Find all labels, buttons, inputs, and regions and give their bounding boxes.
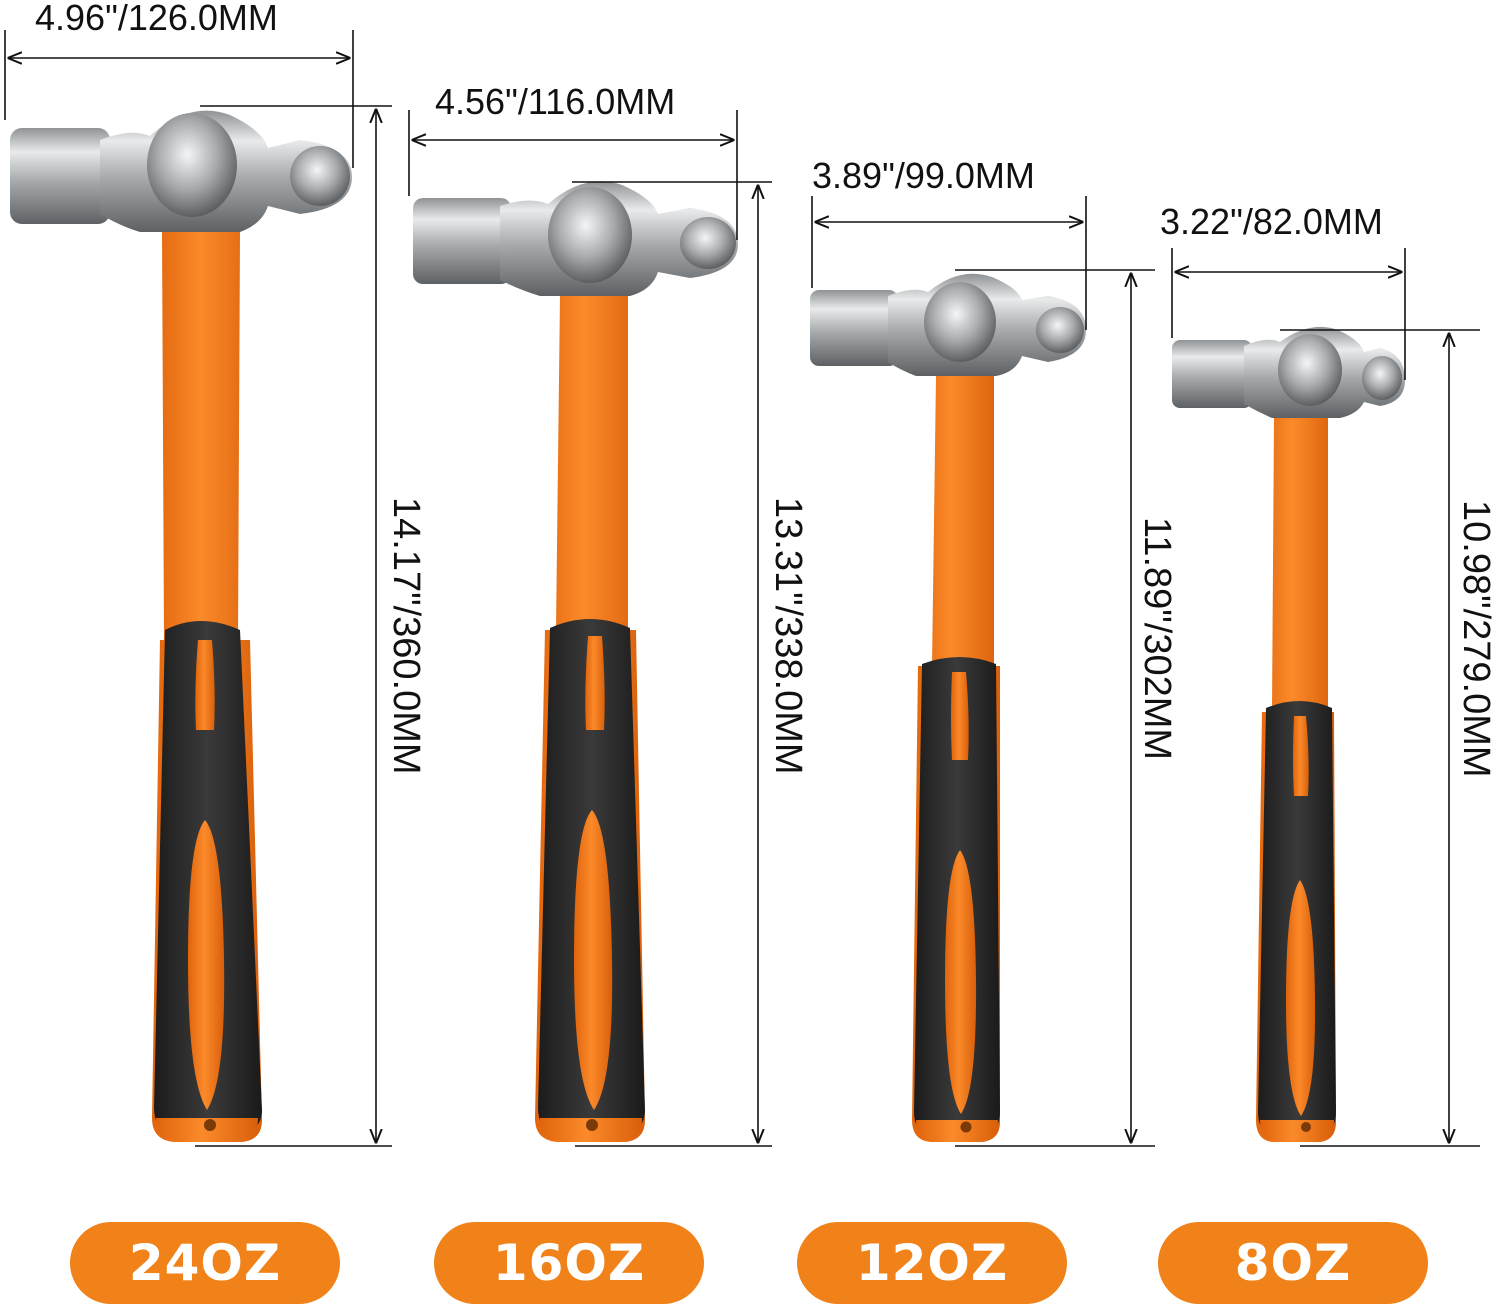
- hammer-16oz: [413, 181, 738, 1142]
- weight-badge-16oz: 16OZ: [434, 1222, 704, 1304]
- total-length-label: 10.98"/279.0MM: [1455, 500, 1497, 778]
- hammer-12oz: [810, 273, 1086, 1142]
- weight-badge-24oz: 24OZ: [70, 1222, 340, 1304]
- head-length-label: 4.56"/116.0MM: [435, 81, 675, 122]
- total-length-label: 11.89"/302MM: [1136, 517, 1178, 760]
- hammer-handle: [912, 376, 1000, 1142]
- hammer-24oz: [10, 110, 352, 1142]
- head-length-label: 4.96"/126.0MM: [35, 0, 278, 38]
- weight-badge-8oz: 8OZ: [1158, 1222, 1428, 1304]
- weight-badge-12oz: 12OZ: [797, 1222, 1067, 1304]
- hammer-handle: [1256, 418, 1336, 1142]
- hammer-8oz: [1172, 326, 1405, 1142]
- weight-label: 16OZ: [492, 1234, 646, 1292]
- weight-label: 12OZ: [855, 1234, 1009, 1292]
- weight-label: 24OZ: [128, 1234, 282, 1292]
- hammer-head: [10, 110, 352, 232]
- hammer-head: [413, 181, 738, 296]
- hammer-handle: [535, 296, 645, 1142]
- weight-label: 8OZ: [1234, 1234, 1352, 1292]
- total-length-label: 13.31"/338.0MM: [767, 497, 809, 775]
- head-length-label: 3.89"/99.0MM: [812, 155, 1035, 196]
- total-length-label: 14.17"/360.0MM: [385, 497, 427, 775]
- dimension-labels: 4.96"/126.0MM 4.56"/116.0MM 3.89"/99.0MM…: [35, 0, 1497, 778]
- hammer-handle: [152, 232, 262, 1142]
- head-length-label: 3.22"/82.0MM: [1160, 201, 1383, 242]
- dimension-lines: [4, 30, 1480, 1147]
- hammer-head: [810, 273, 1086, 376]
- hammer-head: [1172, 326, 1405, 418]
